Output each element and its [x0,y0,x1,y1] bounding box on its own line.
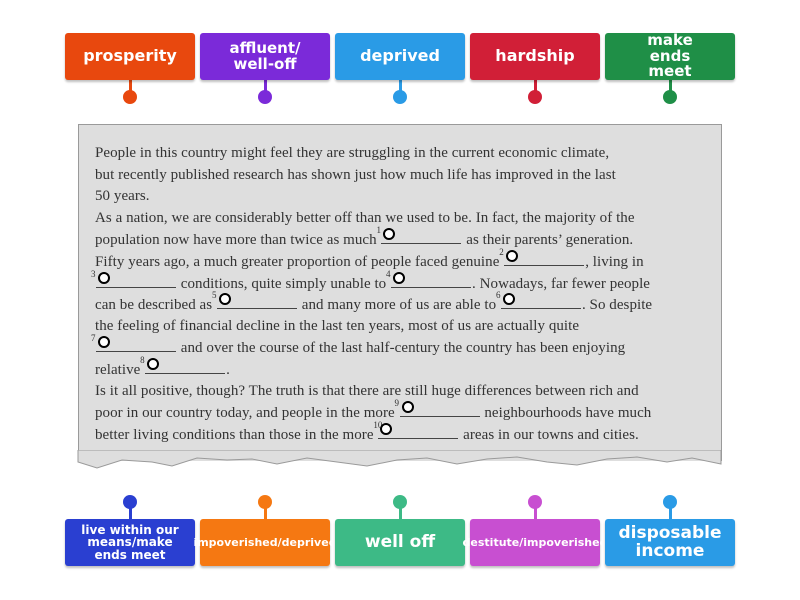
blank-drop-zone[interactable]: 9 [395,398,480,418]
passage-line: better living conditions than those in t… [95,420,639,444]
passage-text: and many more of us are able to [297,297,500,314]
tile-pin [399,80,402,92]
tile-pin [129,80,132,92]
tile-pin [264,80,267,92]
tile-pin [534,507,537,519]
blank-number: 3 [91,268,96,279]
tile-handle-dot[interactable] [123,495,137,509]
answer-tile[interactable]: affluent/ well-off [200,33,330,80]
passage-text: relative [95,362,145,378]
blank-number: 4 [386,268,391,279]
passage-line: 7 and over the course of the last half-c… [91,333,626,357]
blank-drop-zone[interactable]: 5 [212,290,297,310]
passage-line: population now have more than twice as m… [95,225,634,249]
drop-target-ring-icon[interactable] [218,293,231,306]
passage-text: can be described as [95,297,216,314]
blank-drop-zone[interactable]: 4 [386,269,472,288]
passage-text: better living conditions than those in t… [95,426,378,443]
blank-drop-zone[interactable]: 8 [140,355,226,374]
tile-pin [534,80,537,92]
answer-tile[interactable]: impoverished/deprived [193,519,337,566]
blank-drop-zone[interactable]: 7 [91,333,176,353]
passage-text: , living in [585,254,644,270]
blank-number: 10 [373,419,383,430]
answer-tile[interactable]: deprived [335,33,465,80]
drop-target-ring-icon[interactable] [393,271,406,284]
passage-text: poor in our country today, and people in… [95,405,399,422]
tile-handle-dot[interactable] [258,495,272,509]
passage-text: and over the course of the last half-cen… [177,340,626,357]
passage-text: population now have more than twice as m… [95,232,381,249]
blank-number: 6 [495,290,501,301]
blank-number: 9 [394,398,400,409]
passage-text: People in this country might feel they a… [95,145,610,161]
passage-line: the feeling of financial decline in the … [95,318,579,335]
blank-drop-zone[interactable]: 10 [373,420,459,439]
passage-text: . So despite [581,297,653,314]
blank-drop-zone[interactable]: 1 [376,225,462,245]
passage-text: . [226,362,230,378]
passage-text: As a nation, we are considerably better … [95,209,635,226]
tile-pin [399,507,402,519]
drop-target-ring-icon[interactable] [380,422,393,435]
blank-drop-zone[interactable]: 2 [499,247,585,266]
blank-number: 1 [376,225,382,236]
answer-tile[interactable]: destitute/impoverished [463,519,607,566]
passage-line: 50 years. [95,188,150,205]
passage-text: the feeling of financial decline in the … [95,317,580,334]
tile-handle-dot[interactable] [663,495,677,509]
answer-tile[interactable]: make ends meet [605,32,735,80]
passage-line: but recently published research has show… [95,167,616,184]
drop-target-ring-icon[interactable] [383,228,396,241]
passage-text: Is it all positive, though? The truth is… [95,382,639,399]
drop-target-ring-icon[interactable] [98,271,110,284]
passage-line: can be described as 5 and many more of u… [95,290,653,314]
drop-target-ring-icon[interactable] [147,358,160,370]
tile-handle-dot[interactable] [393,495,407,509]
drop-point-dot[interactable] [258,90,272,104]
blank-number: 7 [91,333,96,344]
tile-handle-dot[interactable] [528,495,542,509]
passage-line: Fifty years ago, a much greater proporti… [95,247,644,271]
drop-target-ring-icon[interactable] [506,250,519,262]
passage-text: conditions, quite simply unable to [177,275,391,292]
answer-tile[interactable]: prosperity [65,33,195,80]
passage-text: . Nowadays, far fewer people [472,275,651,292]
tile-pin [129,507,132,519]
drop-point-dot[interactable] [393,90,407,104]
drop-point-dot[interactable] [663,90,677,104]
blank-drop-zone[interactable]: 6 [496,290,581,310]
passage-line: 3 conditions, quite simply unable to 4 . … [91,269,651,293]
blank-drop-zone[interactable]: 3 [91,269,176,288]
passage-line: As a nation, we are considerably better … [95,210,635,227]
text-passage [78,124,722,461]
passage-line: poor in our country today, and people in… [95,398,652,422]
drop-target-ring-icon[interactable] [502,293,515,306]
answer-tile[interactable]: hardship [470,33,600,80]
answer-tile[interactable]: well off [335,519,465,566]
passage-text: areas in our towns and cities. [459,426,639,443]
torn-paper-edge [77,450,722,469]
passage-text: Fifty years ago, a much greater proporti… [95,254,504,270]
passage-text: but recently published research has show… [95,166,616,183]
passage-line: relative 8. [95,355,230,379]
drop-target-ring-icon[interactable] [401,401,414,414]
tile-pin [669,80,672,92]
drop-point-dot[interactable] [528,90,542,104]
tile-pin [669,507,672,519]
blank-number: 8 [140,355,145,365]
drop-target-ring-icon[interactable] [98,336,110,349]
blank-number: 5 [211,290,217,301]
passage-line: Is it all positive, though? The truth is… [95,383,639,400]
passage-text: neighbourhoods have much [480,405,652,422]
tile-pin [264,507,267,519]
passage-text: as their parents’ generation. [462,232,634,249]
passage-text: 50 years. [95,188,150,205]
answer-tile[interactable]: disposable income [605,519,735,566]
passage-line: People in this country might feel they a… [95,145,609,162]
blank-number: 2 [499,247,504,257]
drop-point-dot[interactable] [123,90,137,104]
answer-tile[interactable]: live within our means/make ends meet [65,519,195,566]
